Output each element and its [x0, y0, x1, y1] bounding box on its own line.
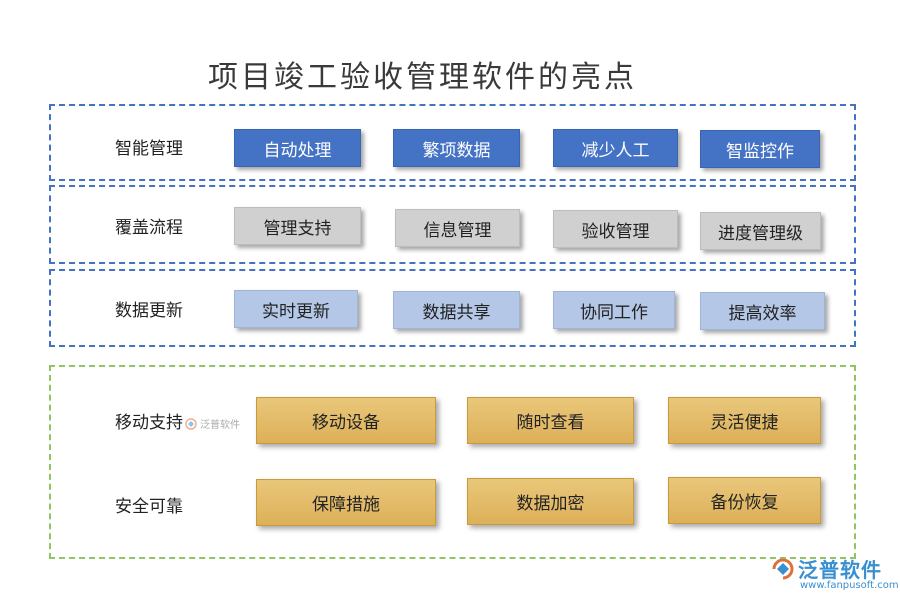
brand-logo-icon	[185, 417, 197, 430]
item-flexible-convenient: 灵活便捷	[668, 397, 821, 444]
item-collaboration: 协同工作	[553, 291, 675, 329]
row-label-mobile-support: 移动支持	[115, 413, 183, 433]
row-label-smart-management: 智能管理	[115, 139, 183, 159]
item-backup-recovery: 备份恢复	[668, 477, 821, 524]
section-smart-management	[49, 104, 856, 181]
item-data-encryption: 数据加密	[467, 478, 634, 525]
item-progress-management: 进度管理级	[700, 212, 821, 250]
item-data-sharing: 数据共享	[393, 291, 520, 329]
item-reduce-labor: 减少人工	[553, 129, 678, 167]
item-improve-efficiency: 提高效率	[700, 292, 825, 330]
diagram-title: 项目竣工验收管理软件的亮点	[208, 60, 637, 95]
item-auto-processing: 自动处理	[234, 129, 361, 167]
section-process-coverage	[49, 185, 856, 264]
watermark-brand: 泛普软件 www.fanpusoft.com	[770, 554, 899, 596]
item-management-support: 管理支持	[234, 207, 361, 245]
item-realtime-update: 实时更新	[234, 290, 358, 328]
item-information-management: 信息管理	[395, 209, 520, 247]
watermark-small: 泛普软件	[185, 416, 240, 431]
item-smart-monitoring: 智监控作	[700, 130, 820, 168]
item-mobile-devices: 移动设备	[256, 397, 436, 444]
watermark-small-text: 泛普软件	[200, 420, 240, 431]
item-safeguards: 保障措施	[256, 479, 436, 526]
item-view-anytime: 随时查看	[467, 397, 634, 444]
watermark-url: www.fanpusoft.com	[800, 580, 899, 591]
row-label-process-coverage: 覆盖流程	[115, 218, 183, 238]
row-label-security: 安全可靠	[115, 497, 183, 517]
section-mobile-security	[49, 365, 856, 559]
row-label-data-update: 数据更新	[115, 301, 183, 321]
section-data-update	[49, 269, 856, 347]
watermark-brand-name: 泛普软件	[798, 558, 882, 582]
item-acceptance-management: 验收管理	[553, 210, 678, 248]
item-complex-data: 繁项数据	[393, 129, 520, 167]
brand-logo-icon	[772, 558, 794, 580]
